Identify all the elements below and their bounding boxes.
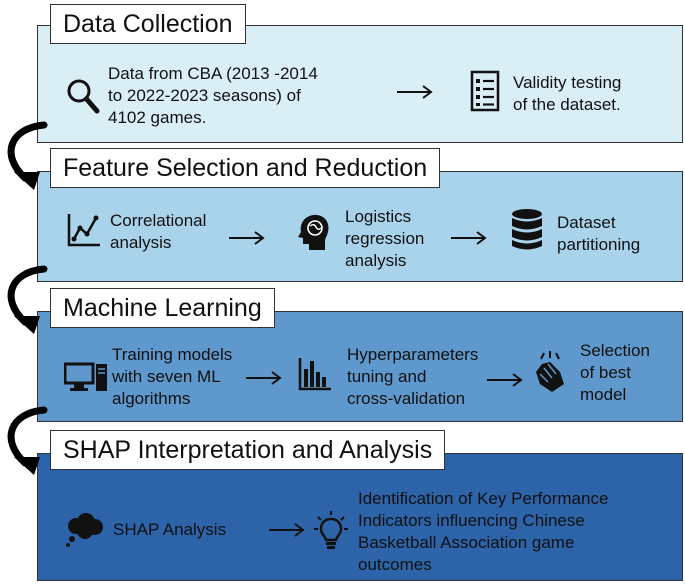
flow-arrow [487, 373, 523, 387]
step-text: Validity testing of the dataset. [513, 73, 622, 114]
step-text: Dataset partitioning [557, 213, 641, 254]
step-text: SHAP Analysis [113, 520, 227, 539]
bar-chart-icon [298, 358, 331, 391]
stage-title: Feature Selection and Reduction [50, 148, 441, 188]
stage-machine-learning-panel [37, 311, 683, 422]
brain-head-icon [298, 214, 329, 250]
stage-title: Machine Learning [50, 288, 275, 328]
step-text: Selection of best model [580, 341, 650, 404]
step-text: Identification of Key Performance Indica… [358, 489, 609, 574]
line-chart-icon [67, 214, 100, 247]
flow-arrow [229, 231, 265, 245]
clapping-hands-icon [536, 351, 564, 392]
stage-title: SHAP Interpretation and Analysis [50, 430, 446, 470]
flow-arrow [246, 371, 282, 385]
magnifier-icon [67, 79, 100, 114]
database-icon [512, 209, 542, 250]
stage-feature-selection-panel [37, 171, 683, 282]
thought-cloud-icon [66, 513, 103, 547]
checklist-icon [470, 70, 500, 112]
step-text: Correlational analysis [110, 211, 207, 252]
step-text: Training models with seven ML algorithms [112, 345, 233, 408]
flow-arrow [269, 523, 305, 537]
stage-connector-arrow-3 [7, 406, 48, 475]
stage-title: Data Collection [50, 4, 246, 44]
lightbulb-icon [314, 511, 348, 549]
stage-data-collection-panel [37, 25, 683, 143]
flow-arrow [397, 85, 433, 99]
computer-icon [64, 362, 107, 391]
stage-shap-panel [37, 453, 683, 581]
flow-arrow [451, 231, 487, 245]
step-text: Data from CBA (2013 -2014 to 2022-2023 s… [108, 64, 318, 127]
step-text: Logistics regression analysis [345, 207, 425, 270]
stage-connector-arrow-1 [7, 121, 48, 190]
stage-connector-arrow-2 [7, 265, 48, 334]
step-text: Hyperparameters tuning and cross-validat… [347, 345, 479, 408]
